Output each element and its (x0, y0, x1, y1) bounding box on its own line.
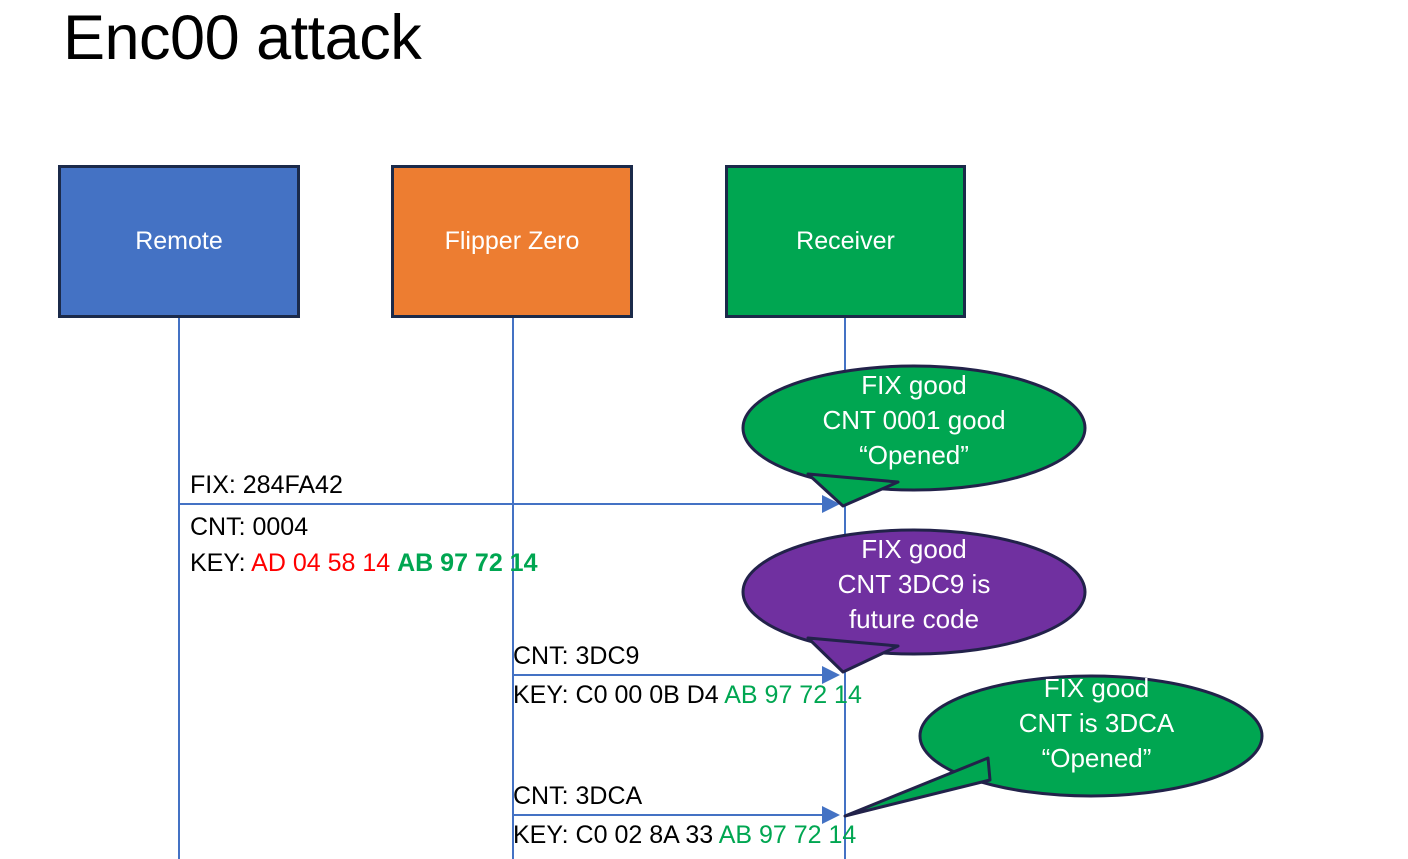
message-1-key-serial-part: AB 97 72 14 (397, 549, 538, 577)
callout-receiver-response-2[interactable]: FIX good CNT 3DC9 is future code (738, 512, 1090, 674)
message-3-cnt-label: CNT: 3DCA (513, 782, 643, 810)
callout-2-shape (741, 528, 1087, 674)
message-1-key-label: KEY: AD 04 58 14 AB 97 72 14 (190, 548, 537, 579)
actor-box-receiver[interactable]: Receiver (725, 165, 966, 318)
callout-3-shape (843, 674, 1264, 818)
actor-box-flipper-zero[interactable]: Flipper Zero (391, 165, 633, 318)
message-2-cnt-label: CNT: 3DC9 (513, 642, 640, 670)
message-3-key-label: KEY: C0 02 8A 33 AB 97 72 14 (513, 820, 856, 851)
message-1-key-encrypted-part: AD 04 58 14 (251, 549, 398, 577)
lifeline-remote (178, 318, 180, 859)
callout-1-shape (741, 364, 1087, 508)
page-title: Enc00 attack (63, 3, 422, 73)
actor-label-flipper-zero: Flipper Zero (444, 227, 580, 255)
actor-box-remote[interactable]: Remote (58, 165, 300, 318)
message-2-key-label: KEY: C0 00 0B D4 AB 97 72 14 (513, 680, 862, 711)
message-3-key-prefix: KEY: C0 02 8A 33 (513, 821, 719, 849)
lifeline-flipper-zero (512, 318, 514, 859)
message-1-key-prefix: KEY: (190, 549, 252, 577)
message-3-key-serial-part: AB 97 72 14 (718, 821, 857, 849)
callout-receiver-response-1[interactable]: FIX good CNT 0001 good “Opened” (738, 348, 1090, 508)
message-2-key-serial-part: AB 97 72 14 (724, 681, 862, 709)
message-1-fix-label: FIX: 284FA42 (190, 471, 343, 499)
message-2-key-prefix: KEY: C0 00 0B D4 (513, 681, 725, 709)
callout-receiver-response-3[interactable]: FIX good CNT is 3DCA “Opened” (840, 658, 1265, 820)
actor-label-receiver: Receiver (796, 227, 895, 255)
message-1-cnt-label: CNT: 0004 (190, 513, 309, 541)
actor-label-remote: Remote (135, 227, 223, 255)
